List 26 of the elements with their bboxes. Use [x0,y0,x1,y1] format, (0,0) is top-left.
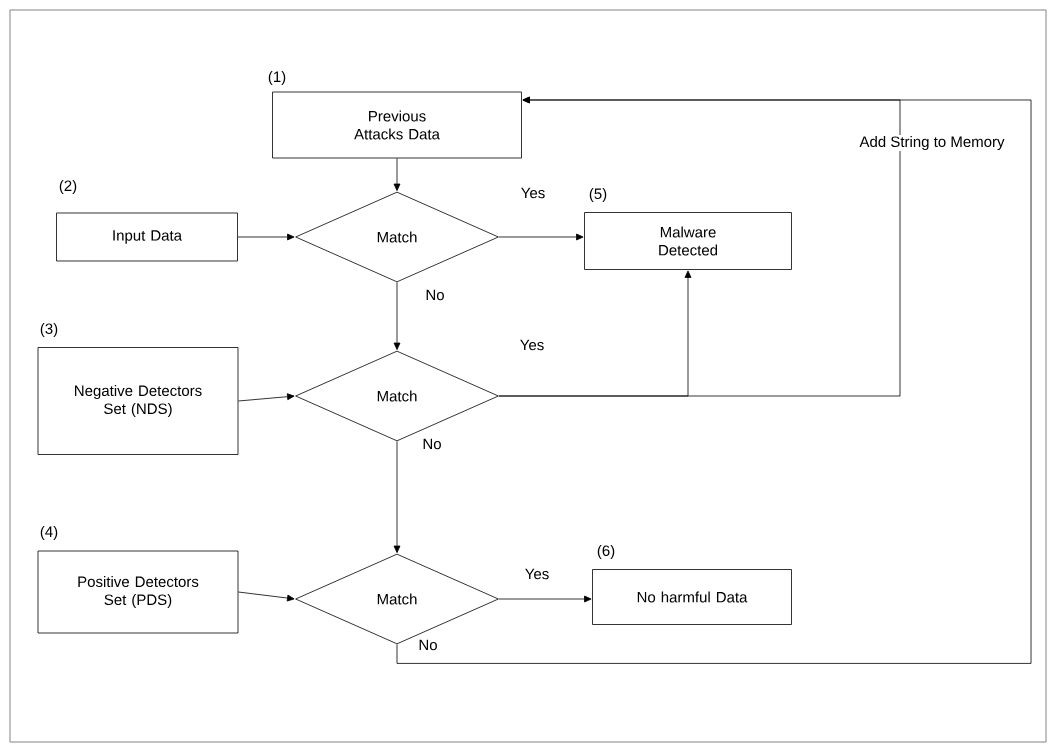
process-box: No harmful Data [592,569,792,625]
edge-label: Add String to Memory [858,135,1006,151]
callout-number: (5) [589,188,607,202]
arrow [396,96,1032,664]
arrow [498,595,592,603]
process-box: Input Data [56,212,238,262]
callout-number: (3) [40,323,58,337]
process-box: Negative Detectors Set (NDS) [37,347,239,455]
callout-number: (6) [597,545,615,559]
callout-number: (4) [40,526,58,540]
callout-number: (1) [268,71,286,85]
callout-number: (2) [59,180,77,194]
process-box: Positive Detectors Set (PDS) [37,550,239,634]
arrow [498,233,584,241]
arrow [393,441,401,553]
arrow [393,282,401,350]
edge-label: No [424,288,446,302]
arrow [238,393,295,402]
edge-label: Yes [519,186,547,200]
process-box: Previous Attacks Data [272,91,522,159]
arrow [393,158,401,191]
edge-label: Yes [518,338,546,352]
process-box: Malware Detected [584,212,792,270]
edge-label: Yes [523,567,551,581]
arrow [238,591,295,602]
arrow [237,233,295,241]
